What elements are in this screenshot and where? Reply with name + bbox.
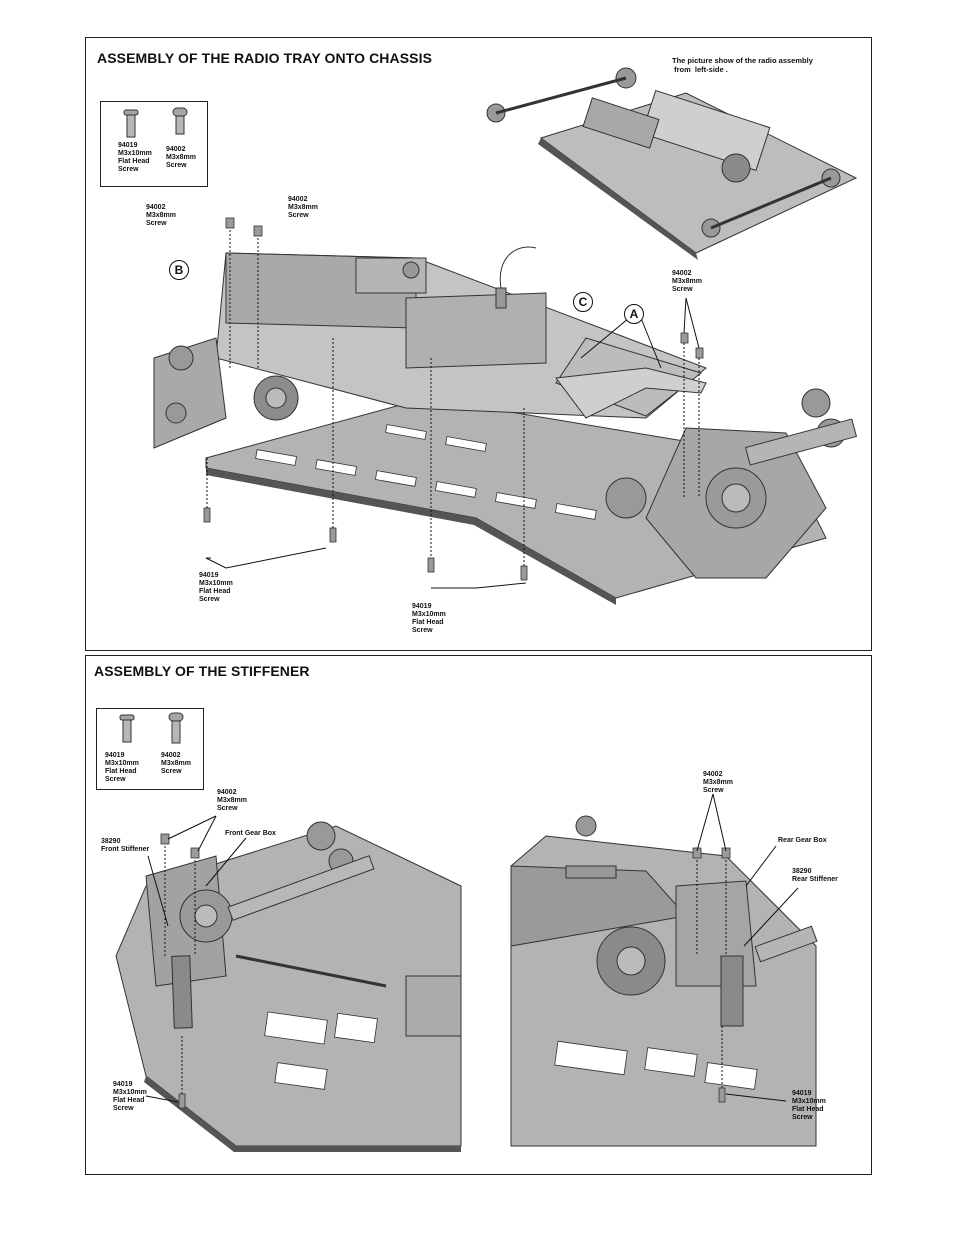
front-gear-box-label: Front Gear Box [225, 830, 276, 837]
inset-car-drawing [486, 67, 858, 260]
callout-c: C [573, 292, 593, 312]
stiffener-screw-icons [160, 833, 731, 1109]
rear-stiffener-label: 38290 Rear Stiffener [792, 868, 838, 883]
front-flat-screw-label: 94019 M3x10mm Flat Head Screw [113, 1081, 147, 1112]
screw-icons [203, 217, 704, 581]
stiffener-a-drawing [555, 367, 707, 419]
screw-legend-bottom: 94019 M3x10mm Flat Head Screw 94002 M3x8… [96, 708, 204, 790]
legend-screws-top-icon [123, 107, 188, 138]
screw-legend-top: 94019 M3x10mm Flat Head Screw 94002 M3x8… [100, 101, 208, 187]
legend-screw-94019-top: 94019 M3x10mm Flat Head Screw [118, 142, 152, 173]
spur-gear-drawing [253, 375, 299, 421]
radio-tray-title: ASSEMBLY OF THE RADIO TRAY ONTO CHASSIS [97, 50, 433, 66]
stiffener-title: ASSEMBLY OF THE STIFFENER [94, 663, 310, 679]
rear-flat-screw-label: 94019 M3x10mm Flat Head Screw [792, 1090, 826, 1121]
front-stiffener-drawing [115, 821, 462, 1152]
legend-screw-94019-bottom: 94019 M3x10mm Flat Head Screw [105, 752, 139, 783]
radio-tray-panel: ASSEMBLY OF THE RADIO TRAY ONTO CHASSIS … [85, 37, 872, 651]
guide-lines [206, 230, 700, 566]
front-stiffener-label: 38290 Front Stiffener [101, 838, 150, 853]
front-screw-label: 94002 M3x8mm Screw [217, 789, 247, 812]
legend-screws-bottom-icon [119, 712, 184, 744]
callout-b: B [169, 260, 189, 280]
front-suspension-drawing [153, 337, 227, 449]
rear-stiffener-drawing [510, 815, 818, 1147]
rear-screw-label: 94002 M3x8mm Screw [703, 771, 733, 794]
stiffener-illustration [115, 793, 818, 1152]
stiffener-guide-lines [164, 846, 727, 1094]
legend-screw-94002-top: 94002 M3x8mm Screw [166, 146, 196, 169]
rear-gear-box-drawing [605, 388, 858, 579]
stiffener-panel: ASSEMBLY OF THE STIFFENER 94019 M3x10mm … [85, 655, 872, 1175]
stiffener-leader-lines [145, 793, 799, 1103]
screw-label-top: 94002 M3x8mm Screw [288, 196, 318, 219]
screw-label-left: 94002 M3x8mm Screw [146, 204, 176, 227]
flat-screw-label-mid: 94019 M3x10mm Flat Head Screw [412, 603, 446, 634]
legend-screw-94002-bottom: 94002 M3x8mm Screw [161, 752, 191, 775]
left-side-note: The picture show of the radio assembly f… [672, 56, 813, 74]
rear-gear-box-label: Rear Gear Box [778, 837, 827, 844]
radio-tray-illustration [153, 67, 858, 605]
flat-screw-label-left: 94019 M3x10mm Flat Head Screw [199, 572, 233, 603]
callout-a: A [624, 304, 644, 324]
screw-label-right: 94002 M3x8mm Screw [672, 270, 702, 293]
